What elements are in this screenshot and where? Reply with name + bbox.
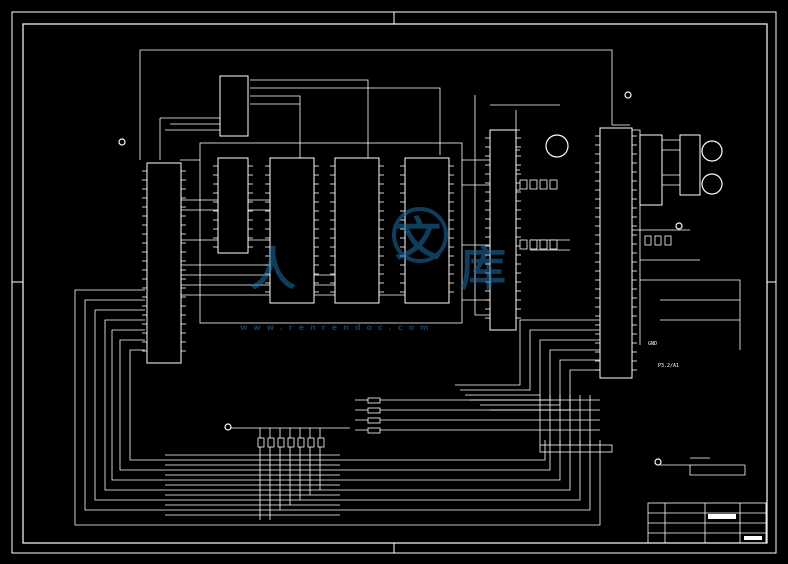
- chip-u6: [219, 75, 249, 137]
- chip-u8: [599, 127, 633, 379]
- chip-u2: [217, 157, 249, 254]
- title-block: [647, 502, 767, 544]
- watermark-glyph-3: 库: [460, 242, 506, 296]
- resistor-arrays: [257, 179, 672, 448]
- chip-u5: [404, 157, 450, 304]
- pdam-label: P3.2/A1: [658, 363, 679, 369]
- motor-m1: [545, 134, 569, 158]
- schematic-labels: GND P3.2/A1: [648, 341, 679, 369]
- ic-chips: [146, 75, 701, 379]
- chip-u7: [489, 129, 517, 331]
- motor-m3: [701, 173, 723, 195]
- chip-u1: [146, 162, 182, 364]
- chip-u3: [269, 157, 315, 304]
- chip-u4: [334, 157, 380, 304]
- watermark-url: www.renrendoc.com: [240, 323, 434, 332]
- watermark: 人 文 库 www.renrendoc.com: [240, 207, 506, 332]
- gnd-label: GND: [648, 341, 657, 347]
- drawing-border: [11, 11, 777, 554]
- motors: [118, 91, 723, 466]
- watermark-glyph-1: 人: [250, 242, 296, 296]
- motor-m2: [701, 140, 723, 162]
- watermark-glyph-2: 文: [395, 212, 441, 266]
